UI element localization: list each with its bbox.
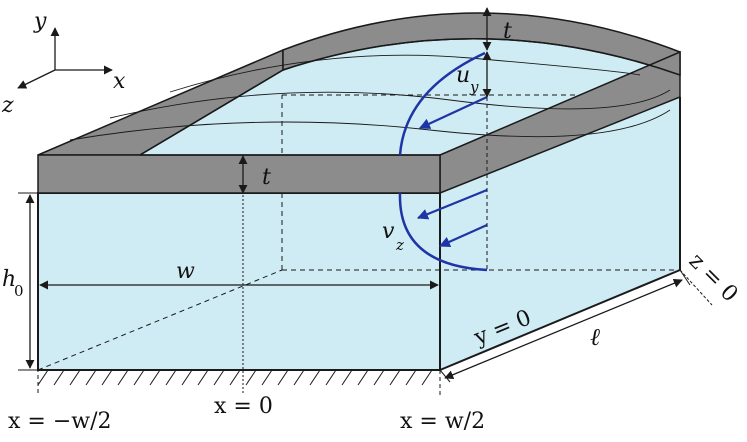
- hatch-mark: [373, 369, 385, 386]
- label-x-right: x = w/2: [400, 409, 485, 434]
- label-w: w: [176, 259, 195, 284]
- hatch-mark: [341, 369, 353, 386]
- guide-lines: [37, 97, 488, 395]
- axis-label-z: z: [1, 93, 14, 118]
- fluid-top-surface: [140, 28, 670, 156]
- label-h-sub: 0: [14, 282, 24, 300]
- label-v-sub: z: [395, 236, 404, 254]
- hatch-mark: [213, 369, 225, 386]
- hatch-mark: [37, 369, 49, 386]
- length-arrow: [444, 278, 683, 380]
- hatch-mark: [405, 369, 417, 386]
- velocity-profile-top: [398, 51, 486, 156]
- label-x-left: x = −w/2: [8, 409, 112, 434]
- hatch-marks: [37, 369, 433, 386]
- hatch-mark: [133, 369, 145, 386]
- hatch-mark: [69, 369, 81, 386]
- hatch-mark: [229, 369, 241, 386]
- hatch-mark: [85, 369, 97, 386]
- label-x-center: x = 0: [214, 394, 273, 419]
- hatch-mark: [357, 369, 369, 386]
- plate-front-strip: [37, 154, 441, 194]
- hatch-mark: [117, 369, 129, 386]
- hatch-mark: [421, 369, 433, 386]
- label-u-sub: y: [469, 78, 479, 96]
- velocity-profile-bottom: [398, 192, 488, 272]
- hatch-mark: [389, 369, 401, 386]
- axis-label-y: y: [33, 9, 47, 34]
- fluid-front-face: [37, 192, 441, 371]
- hatch-mark: [53, 369, 65, 386]
- hatch-mark: [197, 369, 209, 386]
- hatch-mark: [261, 369, 273, 386]
- flow-arrows: [416, 96, 488, 248]
- plate-opening-outline: [139, 37, 681, 156]
- hatch-mark: [245, 369, 257, 386]
- label-z0: z = 0: [684, 249, 743, 308]
- hatch-mark: [149, 369, 161, 386]
- z0-marker: [679, 269, 713, 306]
- label-ell: ℓ: [590, 323, 600, 351]
- hatch-mark: [325, 369, 337, 386]
- hatch-mark: [181, 369, 193, 386]
- coordinate-axes: [17, 27, 113, 89]
- label-t-front: t: [262, 165, 271, 190]
- axis-label-x: x: [113, 69, 126, 94]
- membrane-contours: [69, 54, 671, 141]
- label-t-top: t: [503, 19, 512, 44]
- hatch-mark: [309, 369, 321, 386]
- hatch-mark: [293, 369, 305, 386]
- label-u: u: [456, 63, 470, 88]
- label-h: h: [2, 267, 16, 292]
- hatch-mark: [277, 369, 289, 386]
- hatch-mark: [101, 369, 113, 386]
- label-v: v: [382, 219, 395, 244]
- hatch-mark: [165, 369, 177, 386]
